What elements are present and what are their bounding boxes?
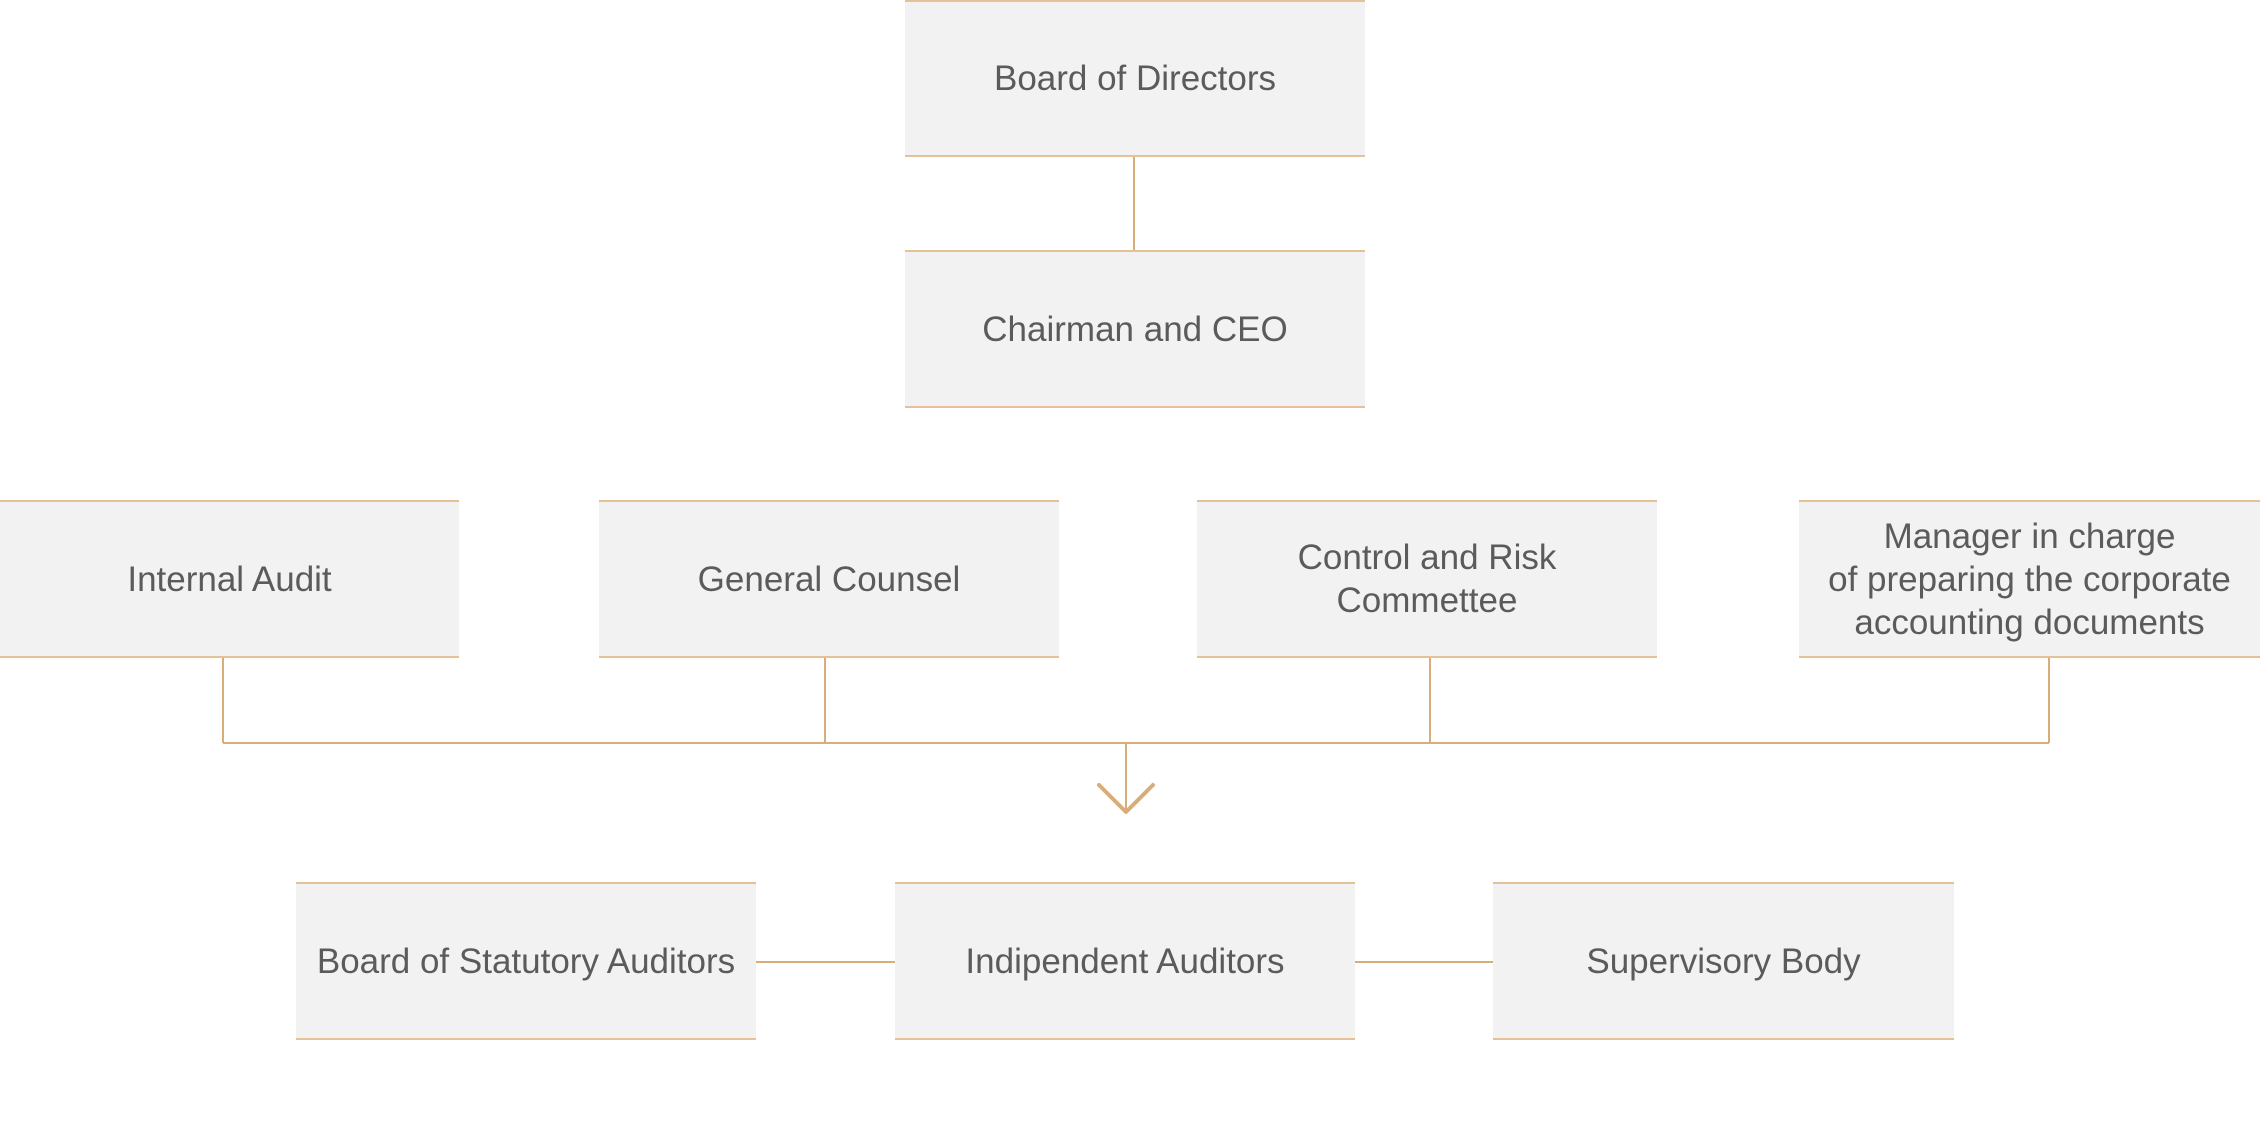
box-general-counsel: General Counsel — [599, 500, 1059, 658]
box-supervisory-body: Supervisory Body — [1493, 882, 1954, 1040]
box-control-risk-committee: Control and Risk Commettee — [1197, 500, 1657, 658]
arrow-down-icon — [1097, 783, 1155, 814]
independent-auditors-label: Indipendent Auditors — [965, 941, 1285, 981]
box-manager-accounting: Manager in charge of preparing the corpo… — [1799, 500, 2260, 658]
manager-accounting-label: Manager in charge of preparing the corpo… — [1828, 516, 2231, 642]
chairman-ceo-label: Chairman and CEO — [982, 309, 1288, 349]
internal-audit-label: Internal Audit — [127, 559, 332, 599]
board-of-directors-label: Board of Directors — [993, 59, 1277, 98]
supervisory-body-label: Supervisory Body — [1586, 941, 1861, 981]
control-risk-committee-label: Control and Risk Commettee — [1297, 538, 1557, 620]
box-chairman-ceo: Chairman and CEO — [905, 250, 1365, 408]
box-board-of-directors: Board of Directors — [905, 0, 1365, 157]
general-counsel-label: General Counsel — [697, 559, 961, 599]
board-statutory-auditors-label: Board of Statutory Auditors — [316, 941, 736, 981]
box-independent-auditors: Indipendent Auditors — [895, 882, 1355, 1040]
box-internal-audit: Internal Audit — [0, 500, 459, 658]
box-board-statutory-auditors: Board of Statutory Auditors — [296, 882, 756, 1040]
